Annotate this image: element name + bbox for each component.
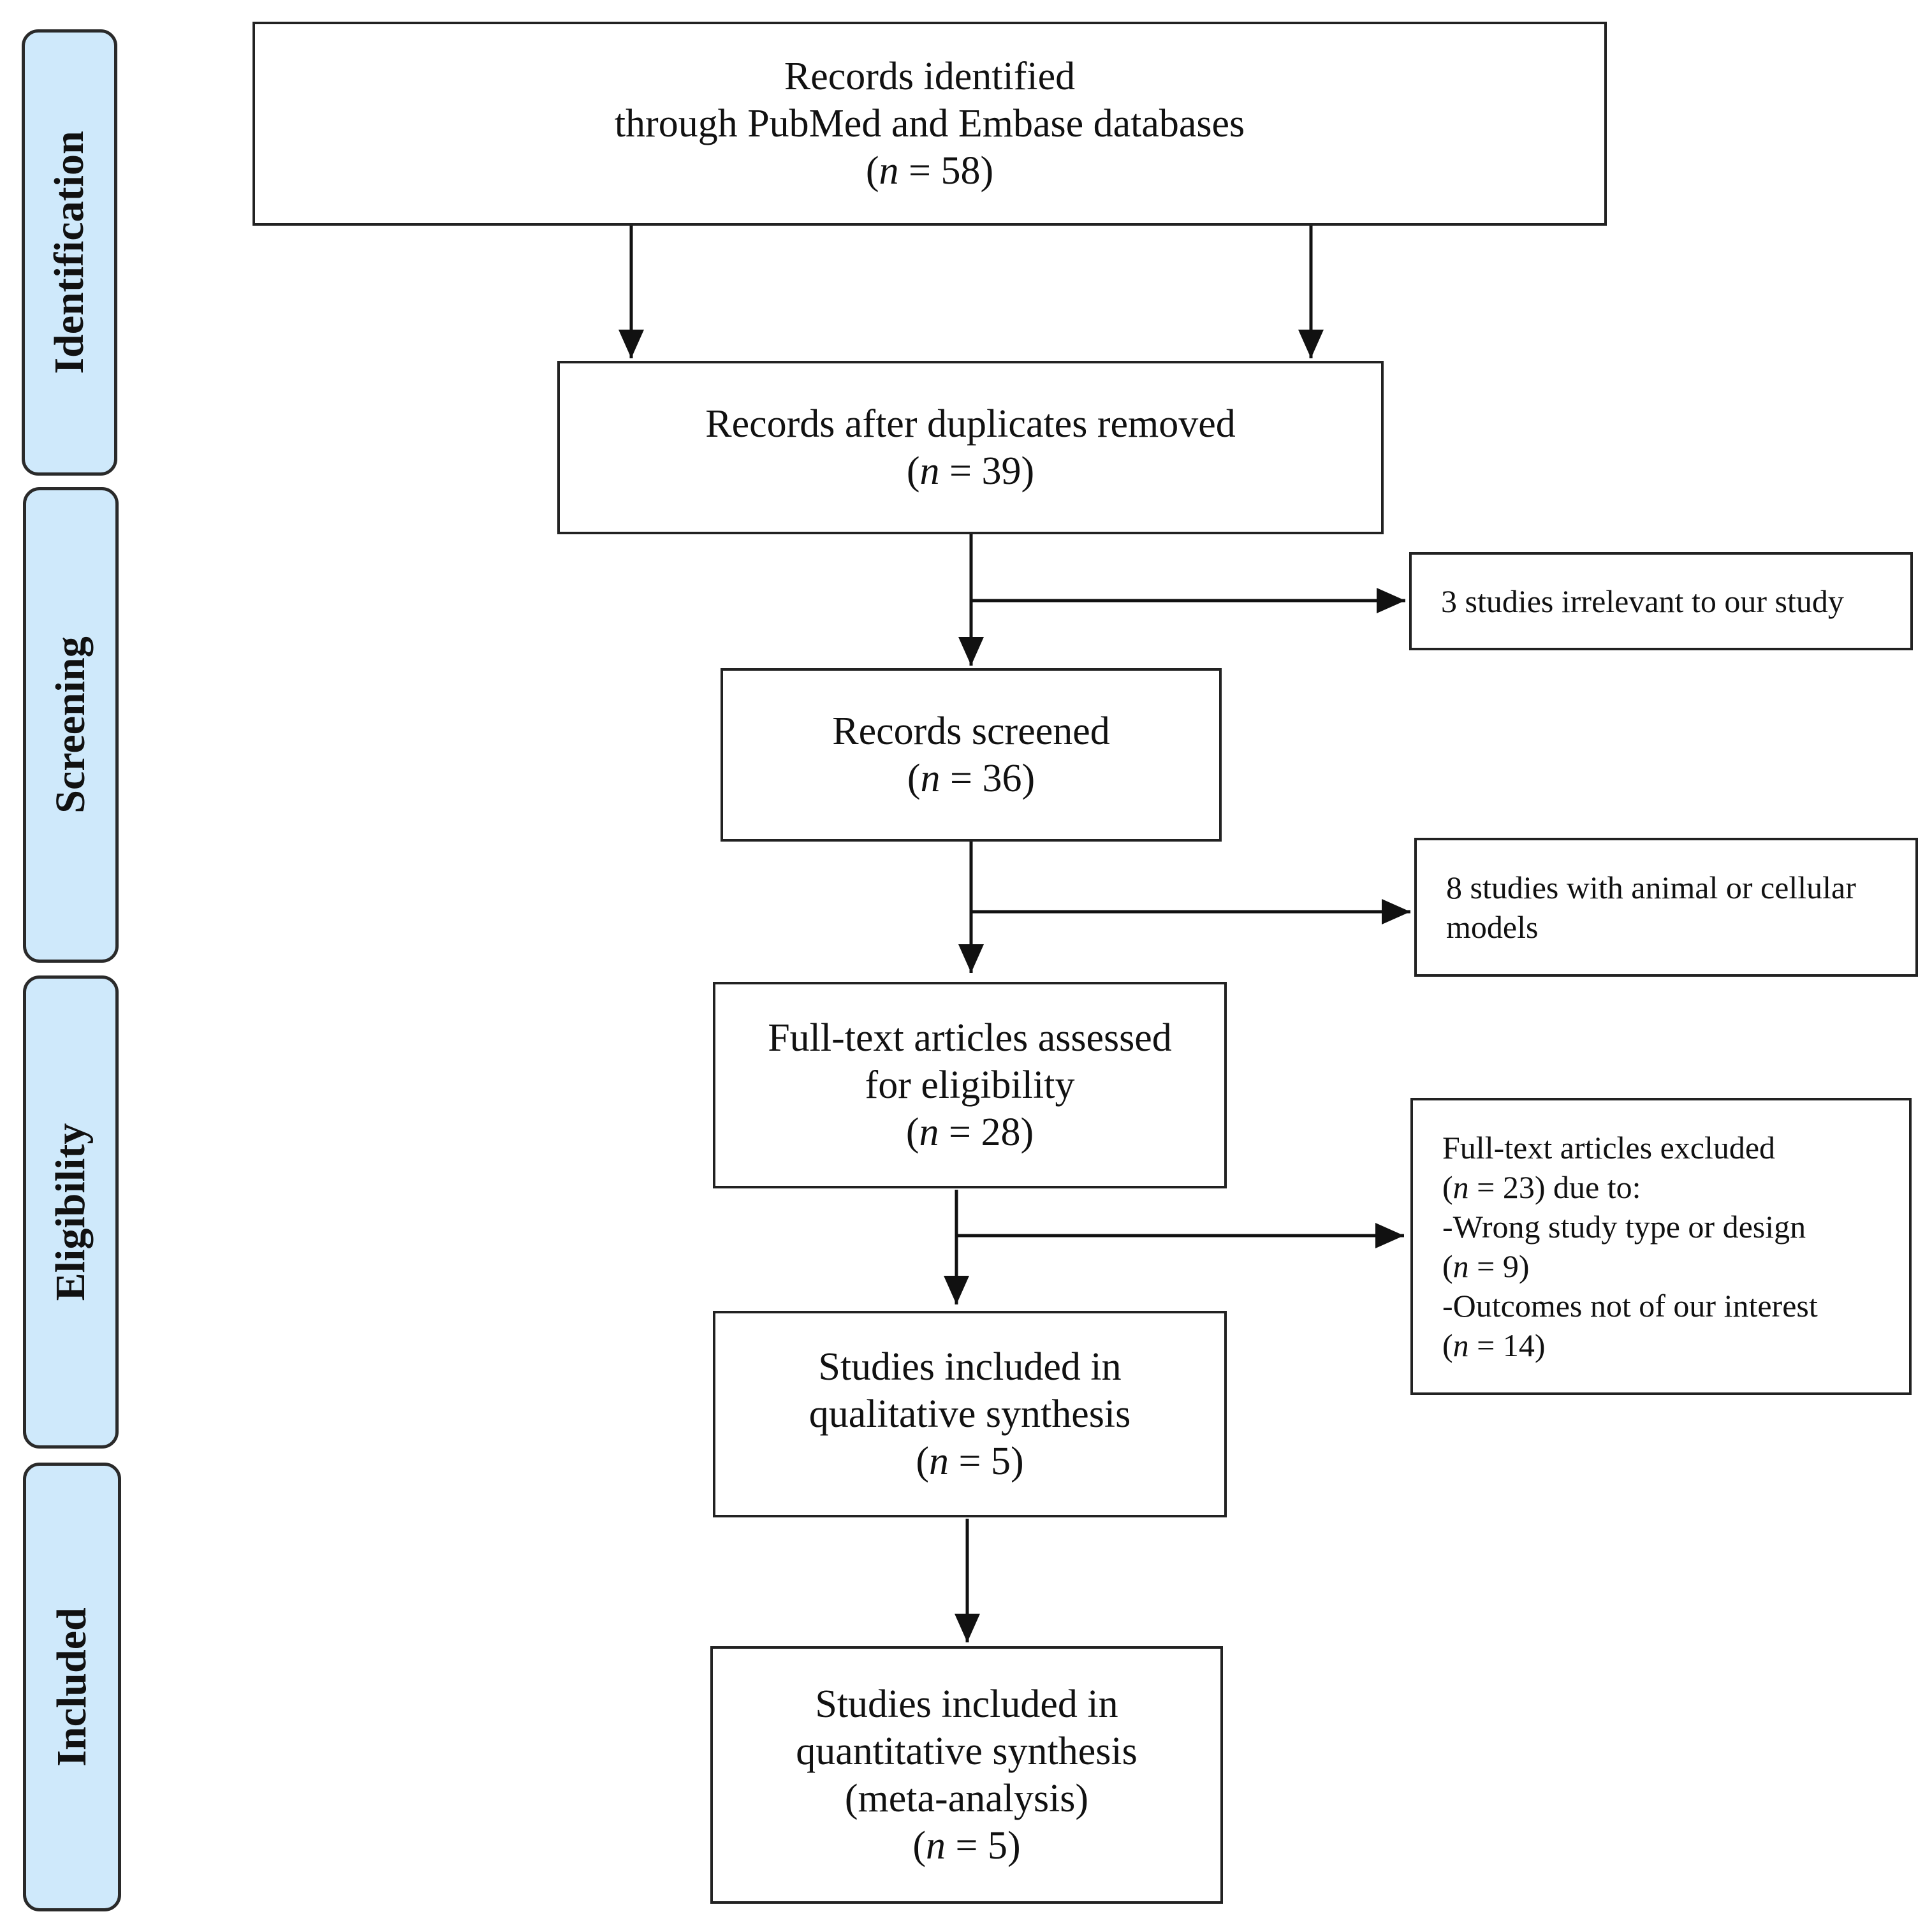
box-excluded-models: 8 studies with animal or cellular models bbox=[1414, 838, 1918, 977]
qualitative-synthesis-line1: Studies included in bbox=[818, 1345, 1122, 1389]
records-identified-line1: Records identified bbox=[784, 55, 1076, 98]
qualitative-synthesis-count: (n = 5) bbox=[916, 1440, 1024, 1483]
box-quantitative-synthesis: Studies included in quantitative synthes… bbox=[710, 1646, 1223, 1904]
box-records-identified: Records identified through PubMed and Em… bbox=[252, 22, 1607, 226]
excluded-irrelevant-line1: 3 studies irrelevant to our study bbox=[1441, 583, 1844, 619]
quantitative-synthesis-count: (n = 5) bbox=[912, 1824, 1021, 1867]
box-qualitative-synthesis: Studies included in qualitative synthesi… bbox=[713, 1311, 1227, 1517]
excluded-models-line2: models bbox=[1446, 909, 1539, 945]
records-screened-line1: Records screened bbox=[832, 710, 1110, 753]
stage-eligibility-label: Eligibility bbox=[47, 1123, 94, 1301]
fulltext-assessed-line1: Full-text articles assessed bbox=[768, 1016, 1172, 1060]
qualitative-synthesis-line2: qualitative synthesis bbox=[809, 1392, 1131, 1436]
box-excluded-irrelevant: 3 studies irrelevant to our study bbox=[1409, 552, 1913, 650]
records-screened-count: (n = 36) bbox=[907, 757, 1036, 800]
fulltext-excluded-line3: -Wrong study type or design bbox=[1442, 1209, 1806, 1245]
fulltext-excluded-line2: (n = 23) due to: bbox=[1442, 1169, 1641, 1205]
stage-identification-label: Identification bbox=[46, 131, 92, 374]
records-identified-line2: through PubMed and Embase databases bbox=[614, 102, 1245, 145]
excluded-models-line1: 8 studies with animal or cellular bbox=[1446, 870, 1856, 905]
stage-identification: Identification bbox=[22, 29, 117, 476]
box-records-deduplicated: Records after duplicates removed (n = 39… bbox=[557, 361, 1384, 534]
quantitative-synthesis-line2: quantitative synthesis bbox=[796, 1730, 1138, 1773]
stage-eligibility: Eligibility bbox=[23, 975, 119, 1449]
fulltext-excluded-line1: Full-text articles excluded bbox=[1442, 1130, 1776, 1165]
fulltext-excluded-line4: (n = 9) bbox=[1442, 1248, 1530, 1284]
records-identified-count: (n = 58) bbox=[865, 149, 994, 193]
fulltext-excluded-line5: -Outcomes not of our interest bbox=[1442, 1288, 1818, 1324]
box-fulltext-assessed: Full-text articles assessed for eligibil… bbox=[713, 982, 1227, 1188]
fulltext-assessed-line2: for eligibility bbox=[865, 1063, 1075, 1107]
box-records-screened: Records screened (n = 36) bbox=[721, 668, 1222, 842]
stage-screening: Screening bbox=[23, 487, 119, 963]
records-deduplicated-line1: Records after duplicates removed bbox=[705, 402, 1236, 446]
records-deduplicated-count: (n = 39) bbox=[906, 449, 1035, 493]
quantitative-synthesis-line3: (meta-analysis) bbox=[844, 1777, 1089, 1820]
fulltext-excluded-line6: (n = 14) bbox=[1442, 1327, 1546, 1363]
stage-screening-label: Screening bbox=[47, 636, 94, 814]
stage-included-label: Included bbox=[48, 1607, 95, 1767]
box-fulltext-excluded: Full-text articles excluded (n = 23) due… bbox=[1410, 1098, 1912, 1395]
stage-included: Included bbox=[23, 1463, 121, 1911]
quantitative-synthesis-line1: Studies included in bbox=[815, 1683, 1118, 1726]
fulltext-assessed-count: (n = 28) bbox=[905, 1111, 1034, 1154]
